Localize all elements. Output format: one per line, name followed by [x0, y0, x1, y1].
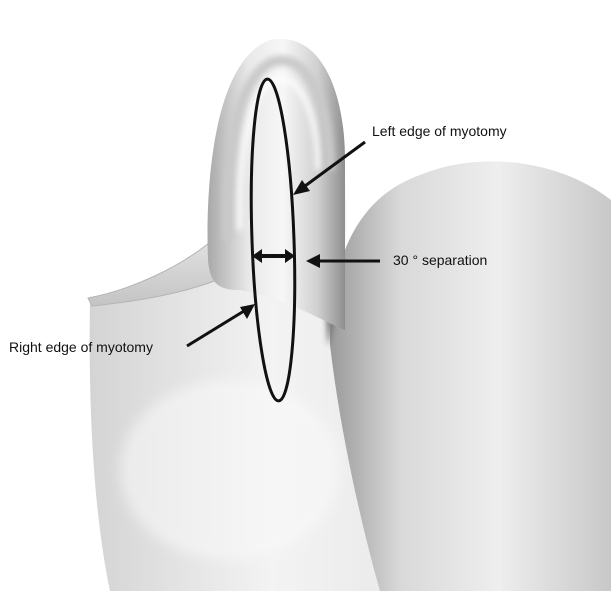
anatomy-background — [88, 39, 611, 591]
right-edge-label: Right edge of myotomy — [9, 339, 153, 355]
body-highlight — [120, 380, 340, 560]
left-edge-label: Left edge of myotomy — [372, 123, 507, 139]
separation-label: 30 ° separation — [393, 252, 487, 268]
fundus — [330, 161, 611, 591]
